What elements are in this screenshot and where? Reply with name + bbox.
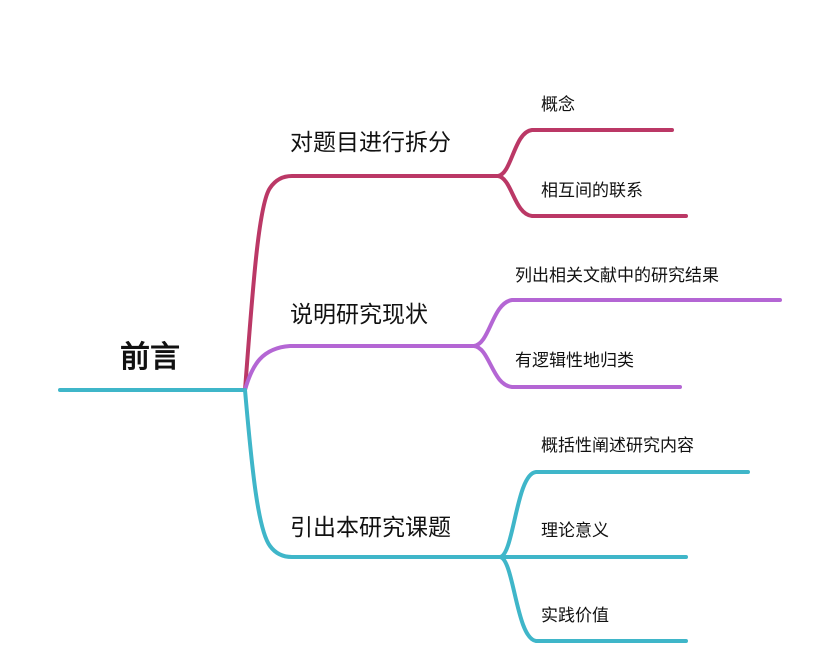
- mind-map-labels: 前言 对题目进行拆分 概念 相互间的联系 说明研究现状 列出相关文献中的研究结果…: [120, 94, 719, 626]
- branch-connector-2: [243, 388, 502, 559]
- leaf-label-2-0: 概括性阐述研究内容: [541, 436, 694, 456]
- leaf-label-1-0: 列出相关文献中的研究结果: [515, 266, 719, 286]
- leaf-line-1-1: [472, 344, 682, 389]
- branch-connector-1: [243, 344, 476, 392]
- leaf-label-0-0: 概念: [541, 94, 575, 115]
- branch-label-0: 对题目进行拆分: [290, 130, 451, 156]
- leaf-line-0-1: [496, 174, 688, 218]
- leaf-line-0-0: [496, 128, 674, 178]
- leaf-label-1-1: 有逻辑性地归类: [515, 351, 634, 371]
- branch-label-2: 引出本研究课题: [290, 515, 451, 541]
- branch-connector-0: [243, 174, 500, 392]
- leaf-line-2-2: [498, 555, 688, 643]
- leaf-line-1-0: [472, 298, 782, 348]
- root-node-label: 前言: [120, 340, 180, 375]
- leaf-line-2-0: [498, 470, 750, 559]
- mind-map-edges: [58, 128, 782, 643]
- leaf-label-0-1: 相互间的联系: [541, 181, 643, 201]
- leaf-label-2-1: 理论意义: [541, 521, 609, 541]
- leaf-label-2-2: 实践价值: [541, 606, 609, 626]
- branch-label-1: 说明研究现状: [290, 302, 428, 328]
